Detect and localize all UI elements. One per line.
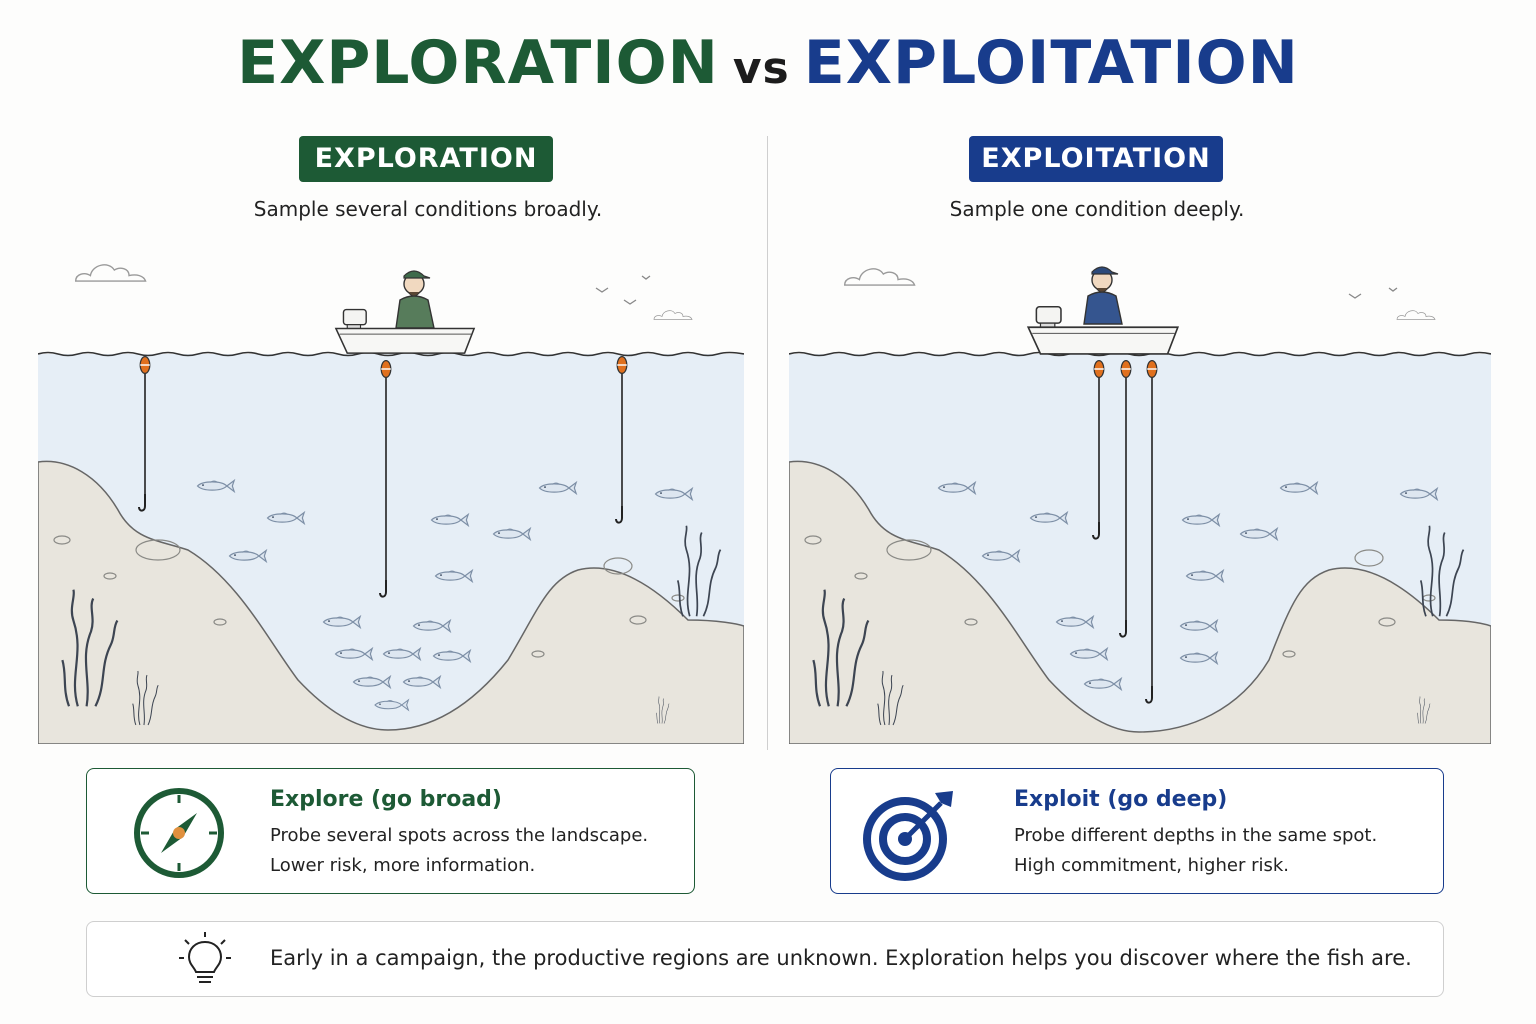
compass-icon xyxy=(134,788,224,878)
explore-line-2: Lower risk, more information. xyxy=(270,855,536,876)
exploit-line-1: Probe different depths in the same spot. xyxy=(1014,825,1378,846)
page-title: EXPLORATION vs EXPLOITATION xyxy=(0,28,1536,98)
title-vs: vs xyxy=(732,43,790,94)
explore-line-1: Probe several spots across the landscape… xyxy=(270,825,649,846)
exploit-line-2: High commitment, higher risk. xyxy=(1014,855,1290,876)
exploit-card: Exploit (go deep) Probe different depths… xyxy=(830,768,1444,894)
explore-heading: Explore (go broad) xyxy=(270,787,502,812)
exploration-badge: EXPLORATION xyxy=(299,136,553,182)
exploration-subtitle: Sample several conditions broadly. xyxy=(253,197,603,221)
exploit-heading: Exploit (go deep) xyxy=(1014,787,1228,812)
title-exploration: EXPLORATION xyxy=(237,28,719,98)
exploration-lines xyxy=(144,366,623,580)
insight-text: Early in a campaign, the productive regi… xyxy=(270,946,1412,970)
fisherman xyxy=(395,270,435,329)
explore-card: Explore (go broad) Probe several spots a… xyxy=(86,768,695,894)
exploitation-lines xyxy=(1098,370,1153,686)
fisherman xyxy=(1083,266,1123,325)
exploitation-subtitle: Sample one condition deeply. xyxy=(949,197,1245,221)
exploration-scene xyxy=(38,264,744,744)
target-arrow-icon xyxy=(863,791,953,881)
exploitation-scene xyxy=(789,266,1491,744)
title-exploitation: EXPLOITATION xyxy=(803,28,1299,98)
exploitation-badge: EXPLOITATION xyxy=(969,136,1223,182)
panel-divider xyxy=(767,136,768,750)
lightbulb-icon xyxy=(179,932,231,983)
insight-callout: Early in a campaign, the productive regi… xyxy=(86,921,1444,997)
